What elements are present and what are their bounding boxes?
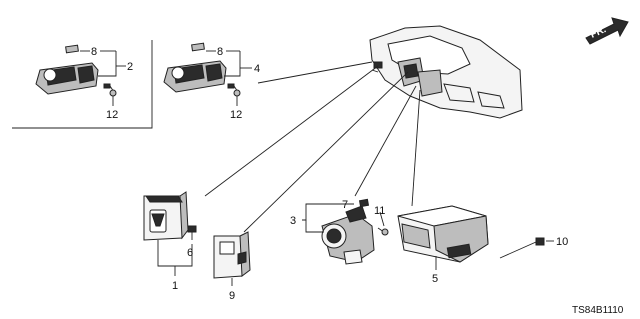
dashboard-illustration bbox=[369, 25, 523, 119]
callout-8: 8 bbox=[217, 46, 223, 58]
callout-8: 8 bbox=[91, 46, 97, 58]
callout-10: 10 bbox=[556, 236, 568, 248]
switch-panel-assembly-inset bbox=[35, 44, 117, 97]
leader-line bbox=[257, 61, 373, 84]
callout-5: 5 bbox=[432, 273, 438, 285]
leader-line bbox=[354, 85, 417, 197]
control-unit bbox=[397, 205, 489, 263]
callout-12: 12 bbox=[106, 109, 118, 121]
combination-switch bbox=[321, 198, 389, 265]
hazard-switch bbox=[143, 191, 189, 241]
callout-7: 7 bbox=[342, 199, 348, 211]
leader-line bbox=[204, 65, 379, 197]
leader-line bbox=[379, 211, 385, 227]
callout-9: 9 bbox=[229, 290, 235, 302]
leader-line bbox=[411, 89, 421, 207]
inset-frame bbox=[12, 40, 153, 129]
callout-4: 4 bbox=[254, 63, 260, 75]
switch-bracket bbox=[213, 231, 251, 279]
screw bbox=[535, 237, 545, 246]
leader-line bbox=[243, 71, 409, 233]
diagram-code: TS84B1110 bbox=[572, 305, 624, 316]
leader-line bbox=[98, 51, 117, 77]
front-direction-label: FR. bbox=[589, 24, 608, 41]
callout-12: 12 bbox=[230, 109, 242, 121]
front-direction-arrow: FR. bbox=[585, 17, 629, 45]
switch-panel-assembly bbox=[163, 42, 241, 97]
callout-3: 3 bbox=[290, 215, 296, 227]
leader-line bbox=[302, 203, 354, 221]
callout-1: 1 bbox=[172, 280, 178, 292]
leader-line bbox=[305, 220, 324, 233]
callout-11: 11 bbox=[374, 205, 385, 217]
screw bbox=[187, 225, 197, 240]
callout-6: 6 bbox=[187, 247, 193, 259]
leader-line bbox=[224, 51, 241, 77]
callout-2: 2 bbox=[127, 61, 133, 73]
leader-line bbox=[499, 241, 537, 259]
